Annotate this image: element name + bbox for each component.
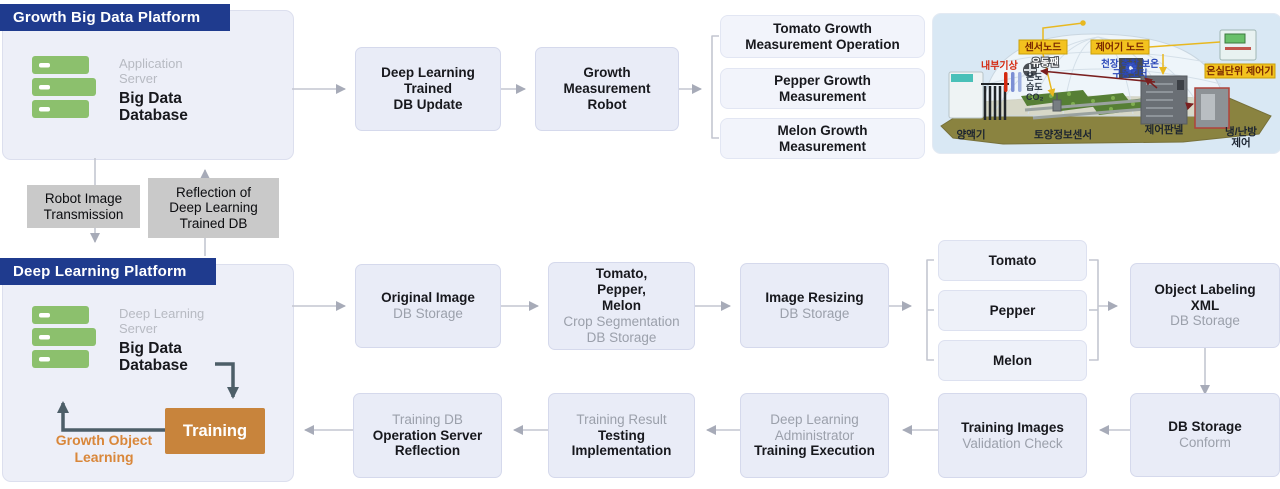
growth-platform-title: Growth Big Data Platform [13, 9, 201, 26]
unit-controller-label: 온실단위 제어기 [1206, 65, 1273, 78]
dl-platform-title: Deep Learning Platform [13, 263, 187, 280]
node-training-execution: Deep Learning Administrator Training Exe… [740, 393, 889, 478]
node-pepper-growth-measurement: Pepper Growth Measurement [720, 68, 925, 109]
soil-sensor-label: 토양정보센서 [1034, 128, 1092, 141]
nutrient-machine-label: 양액기 [957, 128, 986, 141]
node-training: Training [165, 408, 265, 454]
growth-platform-header: Growth Big Data Platform [0, 4, 230, 31]
bigdata-db-label: Big Data Database [119, 89, 188, 125]
fan-label: 유동팬 [1031, 56, 1059, 69]
hvac-label-1: 냉/난방 [1225, 125, 1257, 138]
node-image-resizing-db: Image Resizing DB Storage [740, 263, 889, 348]
temperature-label: 온도 [1026, 72, 1043, 82]
node-training-images-validation: Training Images Validation Check [938, 393, 1087, 478]
greenhouse-illustration: 센서노드 제어기 노드 온실단위 제어기 내부기상 천장.측창.보온 구동모터 … [940, 20, 1276, 149]
node-db-storage-conform: DB Storage Conform [1130, 393, 1280, 477]
server-icon [32, 56, 96, 118]
node-melon-growth-measurement: Melon Growth Measurement [720, 118, 925, 159]
motor-label-2: 구동모터 [1113, 68, 1148, 80]
hvac-label-2: 제어 [1231, 136, 1250, 149]
motor-label-1: 천장.측창.보온 [1101, 58, 1159, 70]
sensor-node-label: 센서노드 [1025, 41, 1062, 54]
node-tomato-growth-measurement: Tomato Growth Measurement Operation [720, 15, 925, 58]
node-growth-measurement-robot: Growth Measurement Robot [535, 47, 679, 131]
node-robot-image-transmission: Robot Image Transmission [27, 185, 140, 228]
dl-server-label: Deep Learning Server [119, 306, 205, 337]
node-crop-tomato: Tomato [938, 240, 1087, 281]
humidity-label: 습도 [1026, 81, 1043, 92]
node-reflection-trained-db: Reflection of Deep Learning Trained DB [148, 178, 279, 238]
growth-object-learning-label: Growth Object Learning [55, 432, 153, 465]
node-crop-melon: Melon [938, 340, 1087, 381]
co2-label: CO₂ [1026, 92, 1044, 102]
node-object-labeling-xml: Object Labeling XML DB Storage [1130, 263, 1280, 348]
internal-weather-label: 내부기상 [981, 59, 1019, 72]
server-icon [32, 306, 96, 368]
bigdata-db-label: Big Data Database [119, 339, 188, 375]
node-original-image-db: Original Image DB Storage [355, 264, 501, 348]
node-crop-pepper: Pepper [938, 290, 1087, 331]
app-server-label: Application Server [119, 56, 183, 87]
node-operation-server-reflection: Training DB Operation Server Reflection [353, 393, 502, 478]
node-crop-segmentation-db: Tomato, Pepper, Melon Crop Segmentation … [548, 262, 695, 350]
dl-platform-header: Deep Learning Platform [0, 258, 216, 285]
controller-node-label: 제어기 노드 [1096, 41, 1145, 54]
control-panel-label: 제어판넬 [1145, 123, 1184, 136]
node-testing-implementation: Training Result Testing Implementation [548, 393, 695, 478]
node-dl-trained-db-update: Deep Learning Trained DB Update [355, 47, 501, 131]
